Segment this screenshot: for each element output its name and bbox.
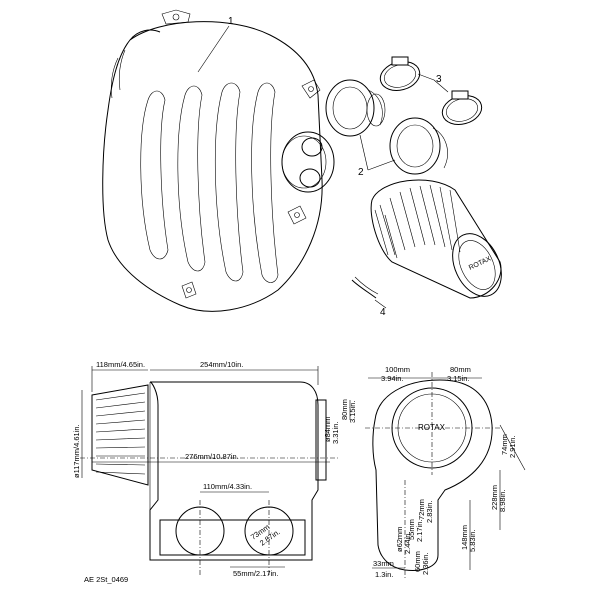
cable-tie (351, 279, 377, 299)
dim-33-mm: 33mm (373, 559, 394, 568)
air-filter: ROTAX (370, 179, 502, 299)
dim-side-80-in: 3.15in. (348, 400, 357, 423)
dim-55-in: 2.17in. (415, 519, 424, 542)
dim-port-spacing: 110mm/4.33in. (203, 482, 252, 491)
filter-brand-iso: ROTAX (468, 255, 493, 271)
dim-side-80-top-in: 3.15in. (447, 374, 470, 383)
dim-side-80-top-mm: 80mm (450, 365, 471, 374)
dim-outlet-84-mm: ø84mm (323, 417, 332, 442)
side-view: ROTAX (365, 372, 500, 580)
dim-side-80-mm: 80mm (340, 399, 349, 420)
dim-62-in: 2.44in. (403, 531, 412, 554)
callout-3-label: 3 (436, 74, 442, 85)
dim-width-total: 276mm/10.87in. (185, 452, 239, 461)
hose-clamps (379, 56, 483, 125)
callout-1-label: 1 (228, 16, 234, 27)
figure-code: AE 2St_0469 (84, 575, 128, 584)
dim-74-mm: 74mm (500, 434, 509, 455)
callout-4-label: 4 (380, 307, 386, 318)
dim-74-in: 2.91in. (508, 435, 517, 458)
dim-228-in: 8.98in. (498, 489, 507, 512)
rubber-sleeve (325, 79, 448, 175)
dim-filter-length: 118mm/4.65in. (96, 360, 145, 369)
dim-side-100-mm: 100mm (385, 365, 410, 374)
dim-side-100-in: 3.94in. (381, 374, 404, 383)
dim-72-in: 2.83in. (425, 500, 434, 523)
airbox-isometric (102, 9, 335, 312)
dim-228-mm: 228mm (490, 485, 499, 510)
dim-filter-diameter: ø117mm/4.61in. (72, 424, 81, 478)
dim-60-mm: 60mm (413, 551, 422, 572)
dim-33-in: 1.3in. (375, 570, 393, 579)
dim-55-mm: 55mm (407, 519, 416, 540)
dim-148-mm: 148mm (460, 525, 469, 550)
dim-148-in: 5.83in. (468, 529, 477, 552)
dim-62-mm: ø62mm (395, 527, 404, 552)
front-view (80, 381, 340, 575)
dim-outlet-84-in: 3.31in. (331, 421, 340, 444)
dim-width-top: 254mm/10in. (200, 360, 243, 369)
dim-72-mm: 72mm (417, 499, 426, 520)
dim-bottom-55: 55mm/2.17in. (233, 569, 278, 578)
filter-brand-side: ROTAX (418, 423, 446, 432)
dim-60-in: 2.36in. (421, 552, 430, 575)
callout-2-label: 2 (358, 167, 364, 178)
